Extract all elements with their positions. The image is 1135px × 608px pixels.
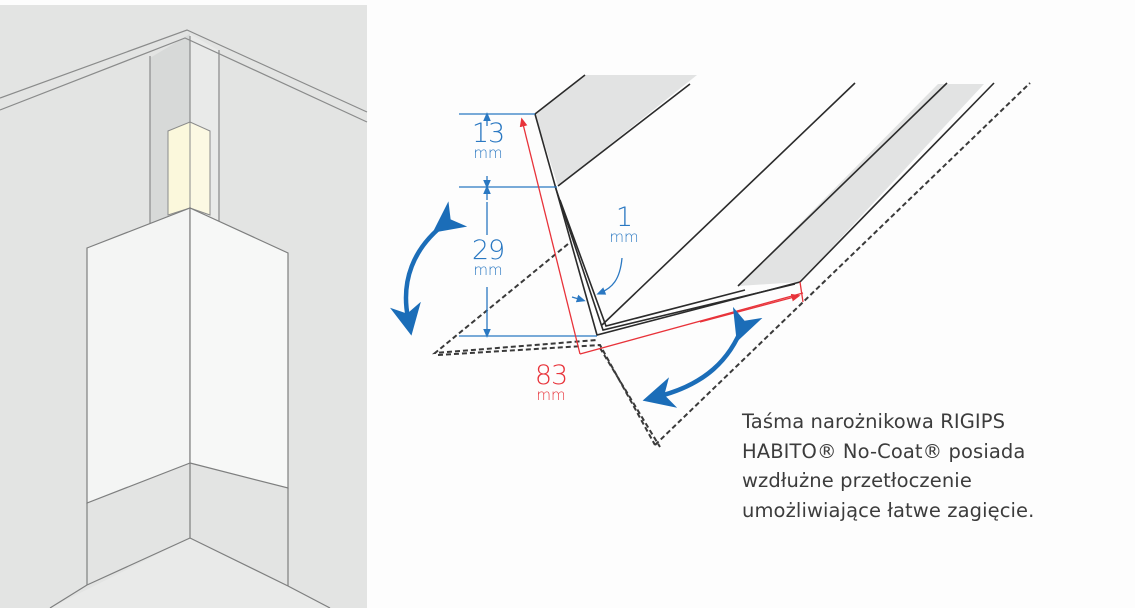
- caption-line: Taśma narożnikowa RIGIPS: [742, 410, 1006, 433]
- dimension-unit: mm: [473, 261, 503, 279]
- dimension-unit: mm: [473, 144, 503, 162]
- dimension-13mm: 13 mm: [466, 120, 510, 161]
- caption-line: wzdłużne przetłoczenie: [742, 469, 972, 492]
- dimension-value: 1: [615, 202, 633, 233]
- dimension-unit: mm: [536, 386, 566, 404]
- caption-line: HABITO® No-Coat® posiada: [742, 439, 1026, 463]
- dimension-unit: mm: [609, 228, 639, 246]
- dimension-29mm: 29 mm: [466, 237, 510, 278]
- dimension-83mm: 83 mm: [526, 362, 576, 403]
- product-caption: Taśma narożnikowa RIGIPS HABITO® No-Coat…: [742, 407, 1132, 525]
- dimension-value: 29: [471, 235, 505, 266]
- caption-line: umożliwiające łatwe zagięcie.: [742, 498, 1035, 522]
- dimension-value: 83: [534, 360, 568, 391]
- dimension-value: 13: [471, 118, 505, 149]
- dimension-1mm: 1 mm: [602, 204, 646, 245]
